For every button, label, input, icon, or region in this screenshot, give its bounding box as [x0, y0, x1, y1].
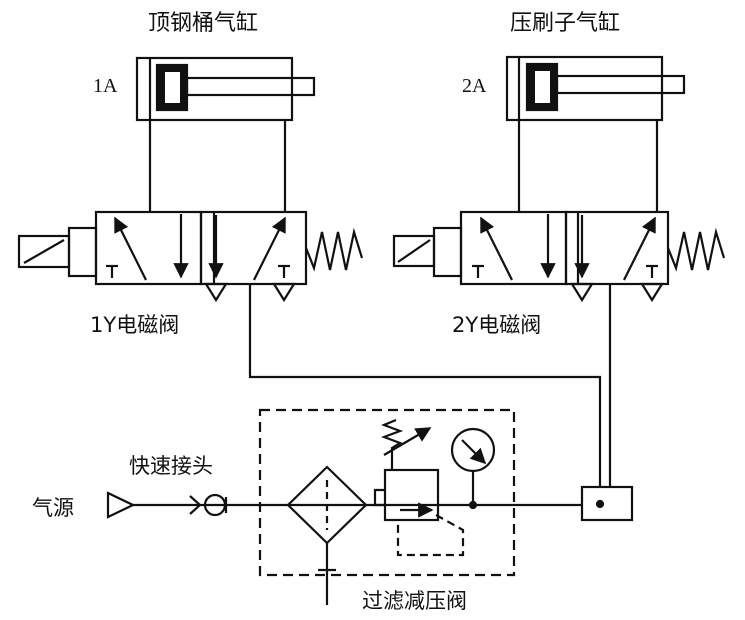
exhaust-2y-left-icon [570, 282, 594, 303]
supply-line-1y [248, 284, 602, 487]
filter-icon [286, 465, 368, 605]
exhaust-2y-right-icon [640, 282, 664, 303]
filter-regulator-label: 过滤减压阀 [362, 589, 467, 613]
valve-2y-box-a [459, 210, 568, 286]
solenoid-valve-2y [392, 210, 726, 303]
valve-2y-label: 2Y电磁阀 [452, 313, 541, 337]
quick-coupler-icon [189, 493, 228, 517]
quick-coupler-label: 快速接头 [129, 454, 213, 478]
cylinder-2a-rod [555, 74, 686, 95]
cylinder-1a-title: 顶钢桶气缸 [148, 11, 258, 36]
valve-1y-label: 1Y电磁阀 [90, 313, 179, 337]
spring-1y-icon [304, 227, 364, 272]
cylinder-2a-title: 压刷子气缸 [510, 11, 620, 36]
air-source-icon [106, 491, 136, 519]
cylinder-1a-tag: 1A [93, 75, 118, 97]
cylinder-1a-rod [185, 76, 316, 97]
air-source-label: 气源 [32, 496, 74, 520]
filter-regulator-box [258, 408, 516, 577]
manifold-block [580, 485, 634, 522]
regulator-icon [373, 418, 465, 557]
cylinder-1a-barrel [135, 56, 294, 122]
cylinder-2a [505, 55, 686, 122]
spring-2y-icon [666, 227, 726, 272]
exhaust-1y-left-icon [204, 282, 228, 303]
cylinder-2a-tag: 2A [462, 75, 487, 97]
exhaust-1y-right-icon [272, 282, 296, 303]
cylinder-2a-barrel [505, 55, 664, 122]
solenoid-valve-1y [17, 210, 364, 303]
cylinder-1a [135, 56, 316, 122]
pressure-gauge-icon [450, 427, 496, 510]
